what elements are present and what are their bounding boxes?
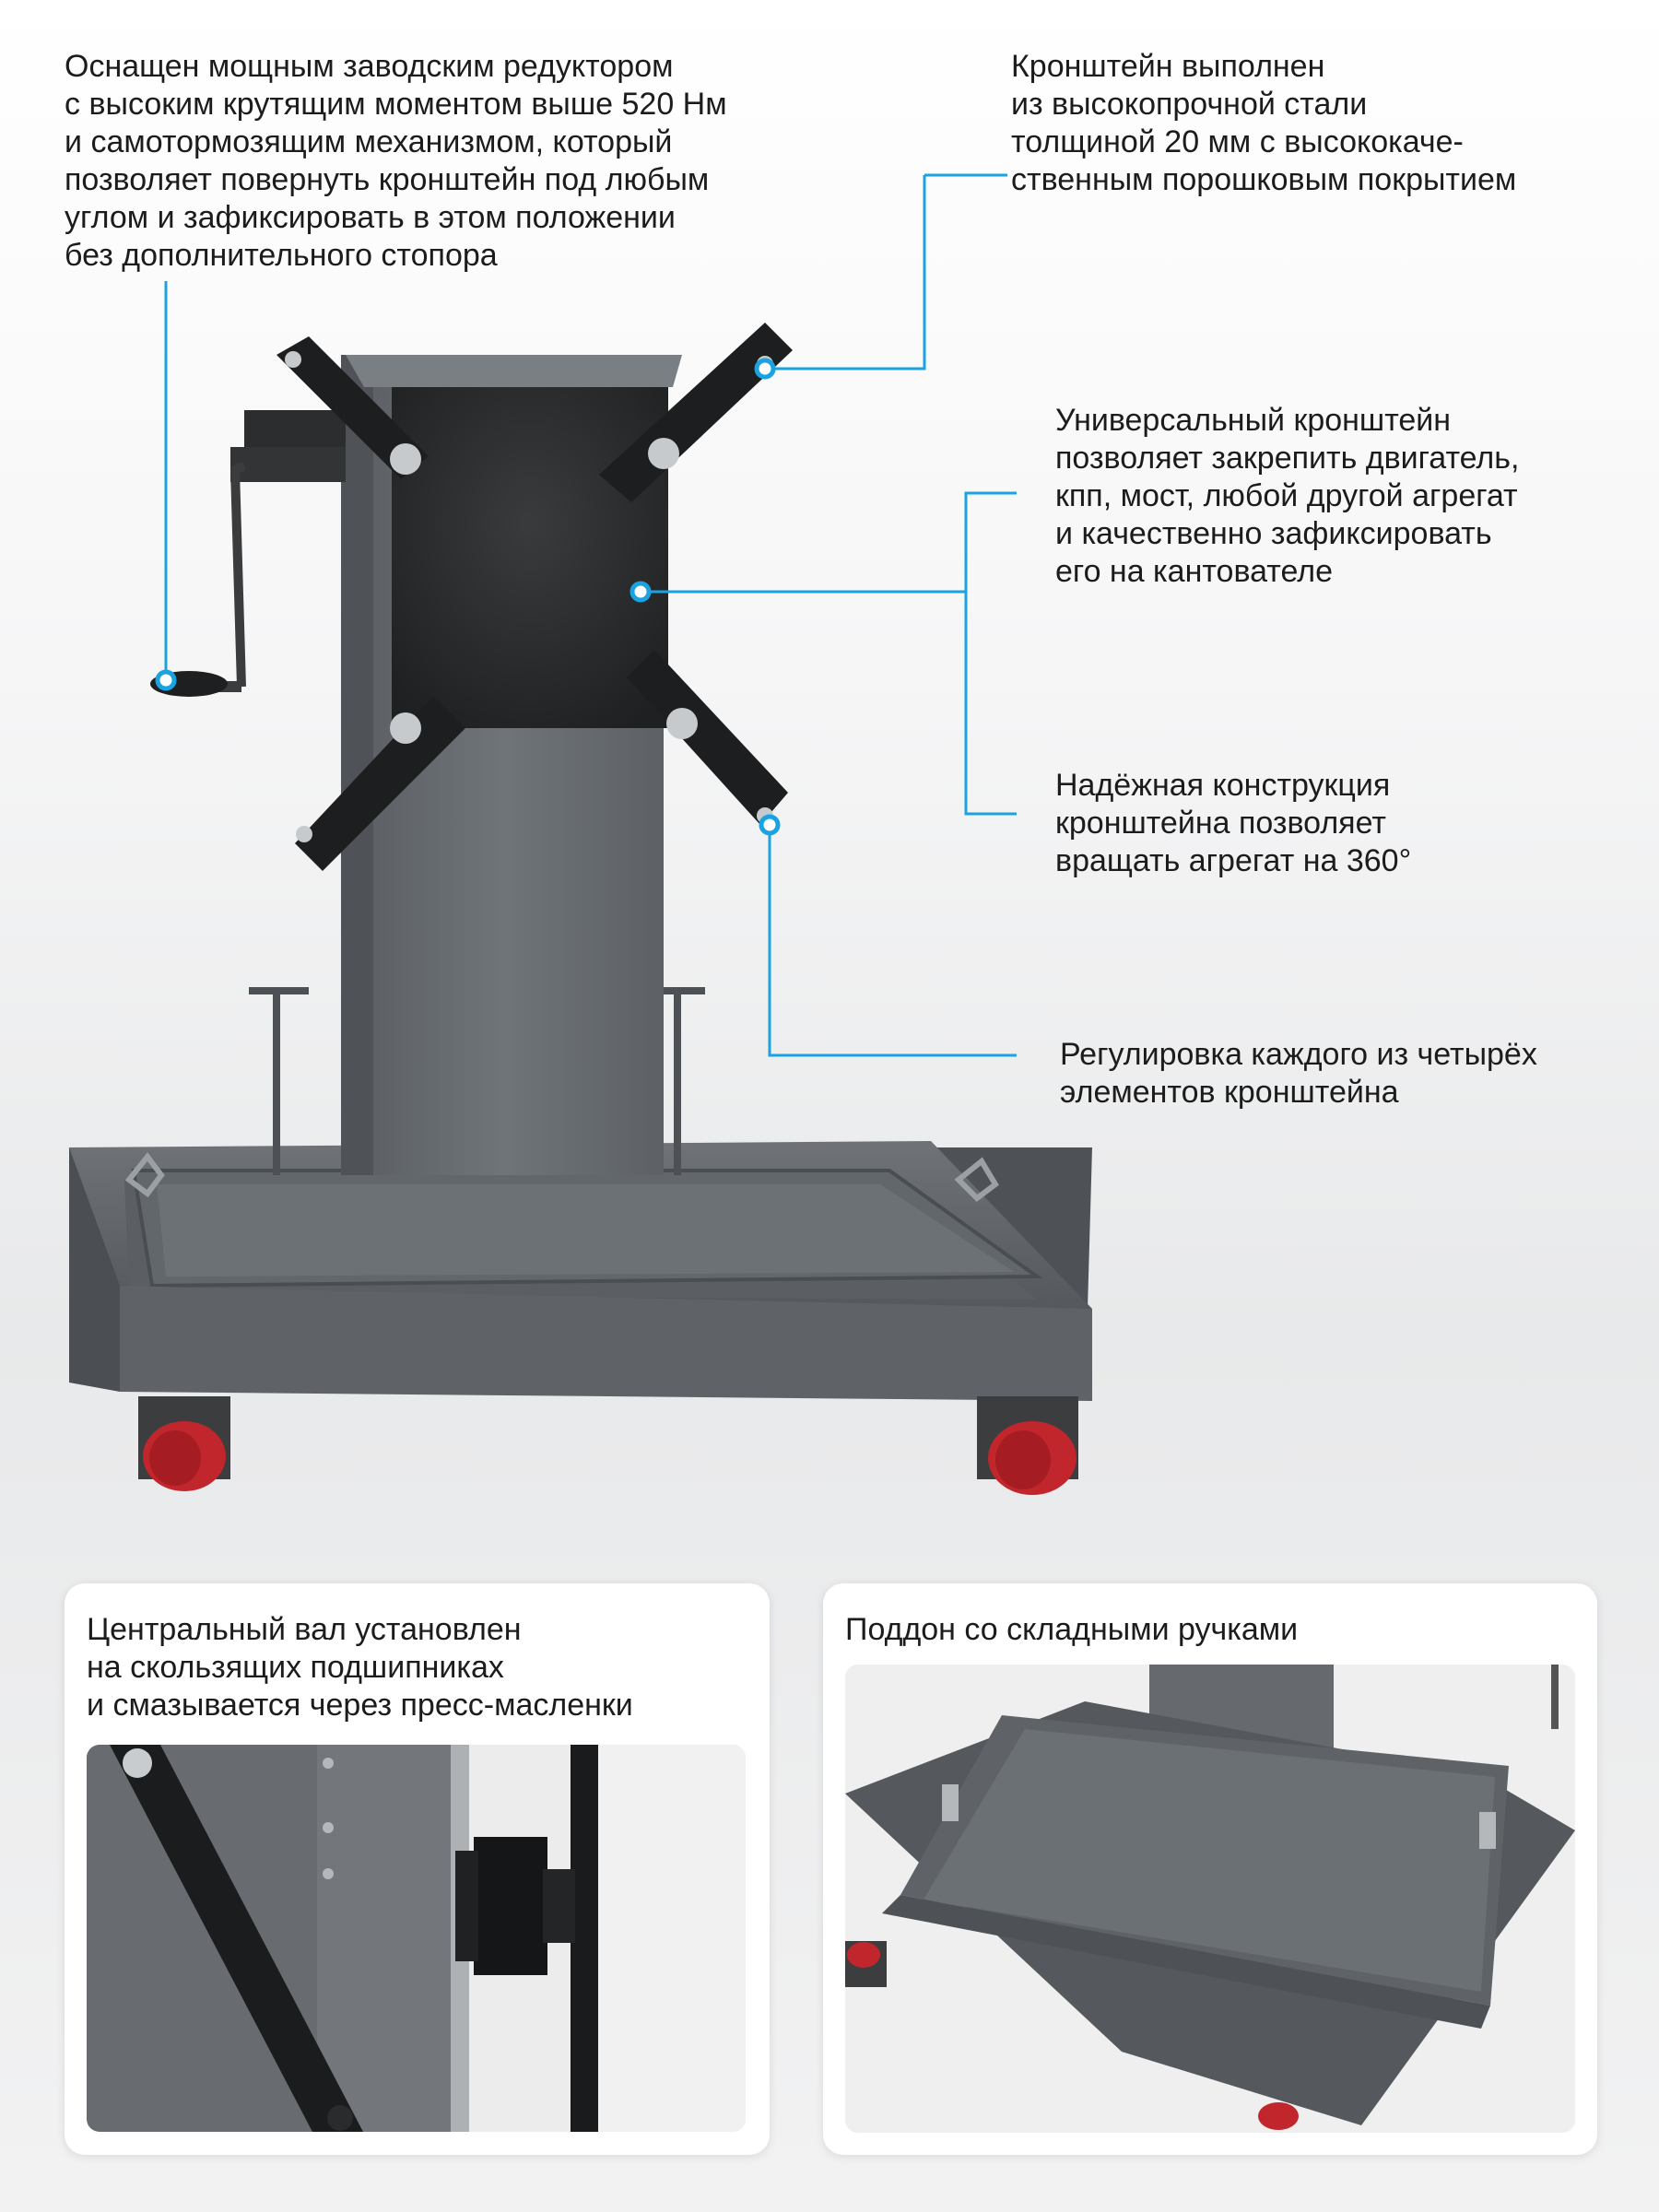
callout-dots (155, 358, 781, 836)
base-frame (69, 1141, 1092, 1401)
wheel-right (977, 1396, 1078, 1495)
bracket-bolts (285, 351, 773, 842)
shaft-panel: Центральный вал установлен на скользящих… (65, 1583, 770, 2155)
shaft-photo (87, 1745, 746, 2132)
shaft-panel-title: Центральный вал установлен на скользящих… (87, 1612, 633, 1723)
wheel-left (138, 1396, 230, 1491)
tray-panel: Поддон со складными ручками (823, 1583, 1597, 2155)
bracket-arms (276, 323, 793, 871)
tray-panel-title: Поддон со складными ручками (845, 1612, 1299, 1647)
callout-lines (164, 175, 1017, 1057)
callout-universal-bracket: Универсальный кронштейн позволяет закреп… (1055, 403, 1520, 589)
callout-rotation: Надёжная конструкция кронштейна позволяе… (1055, 768, 1412, 878)
callout-bracket-steel: Кронштейн выполнен из высокопрочной стал… (1011, 49, 1517, 197)
tray-photo (845, 1665, 1575, 2133)
callout-adjustment: Регулировка каждого из четырёх элементов… (1060, 1037, 1537, 1110)
callout-gearbox: Оснащен мощным заводским редуктором с вы… (65, 49, 727, 273)
crank-assembly (150, 410, 346, 697)
mount-plate (392, 387, 668, 728)
engine-stand-illustration (69, 173, 1092, 1495)
